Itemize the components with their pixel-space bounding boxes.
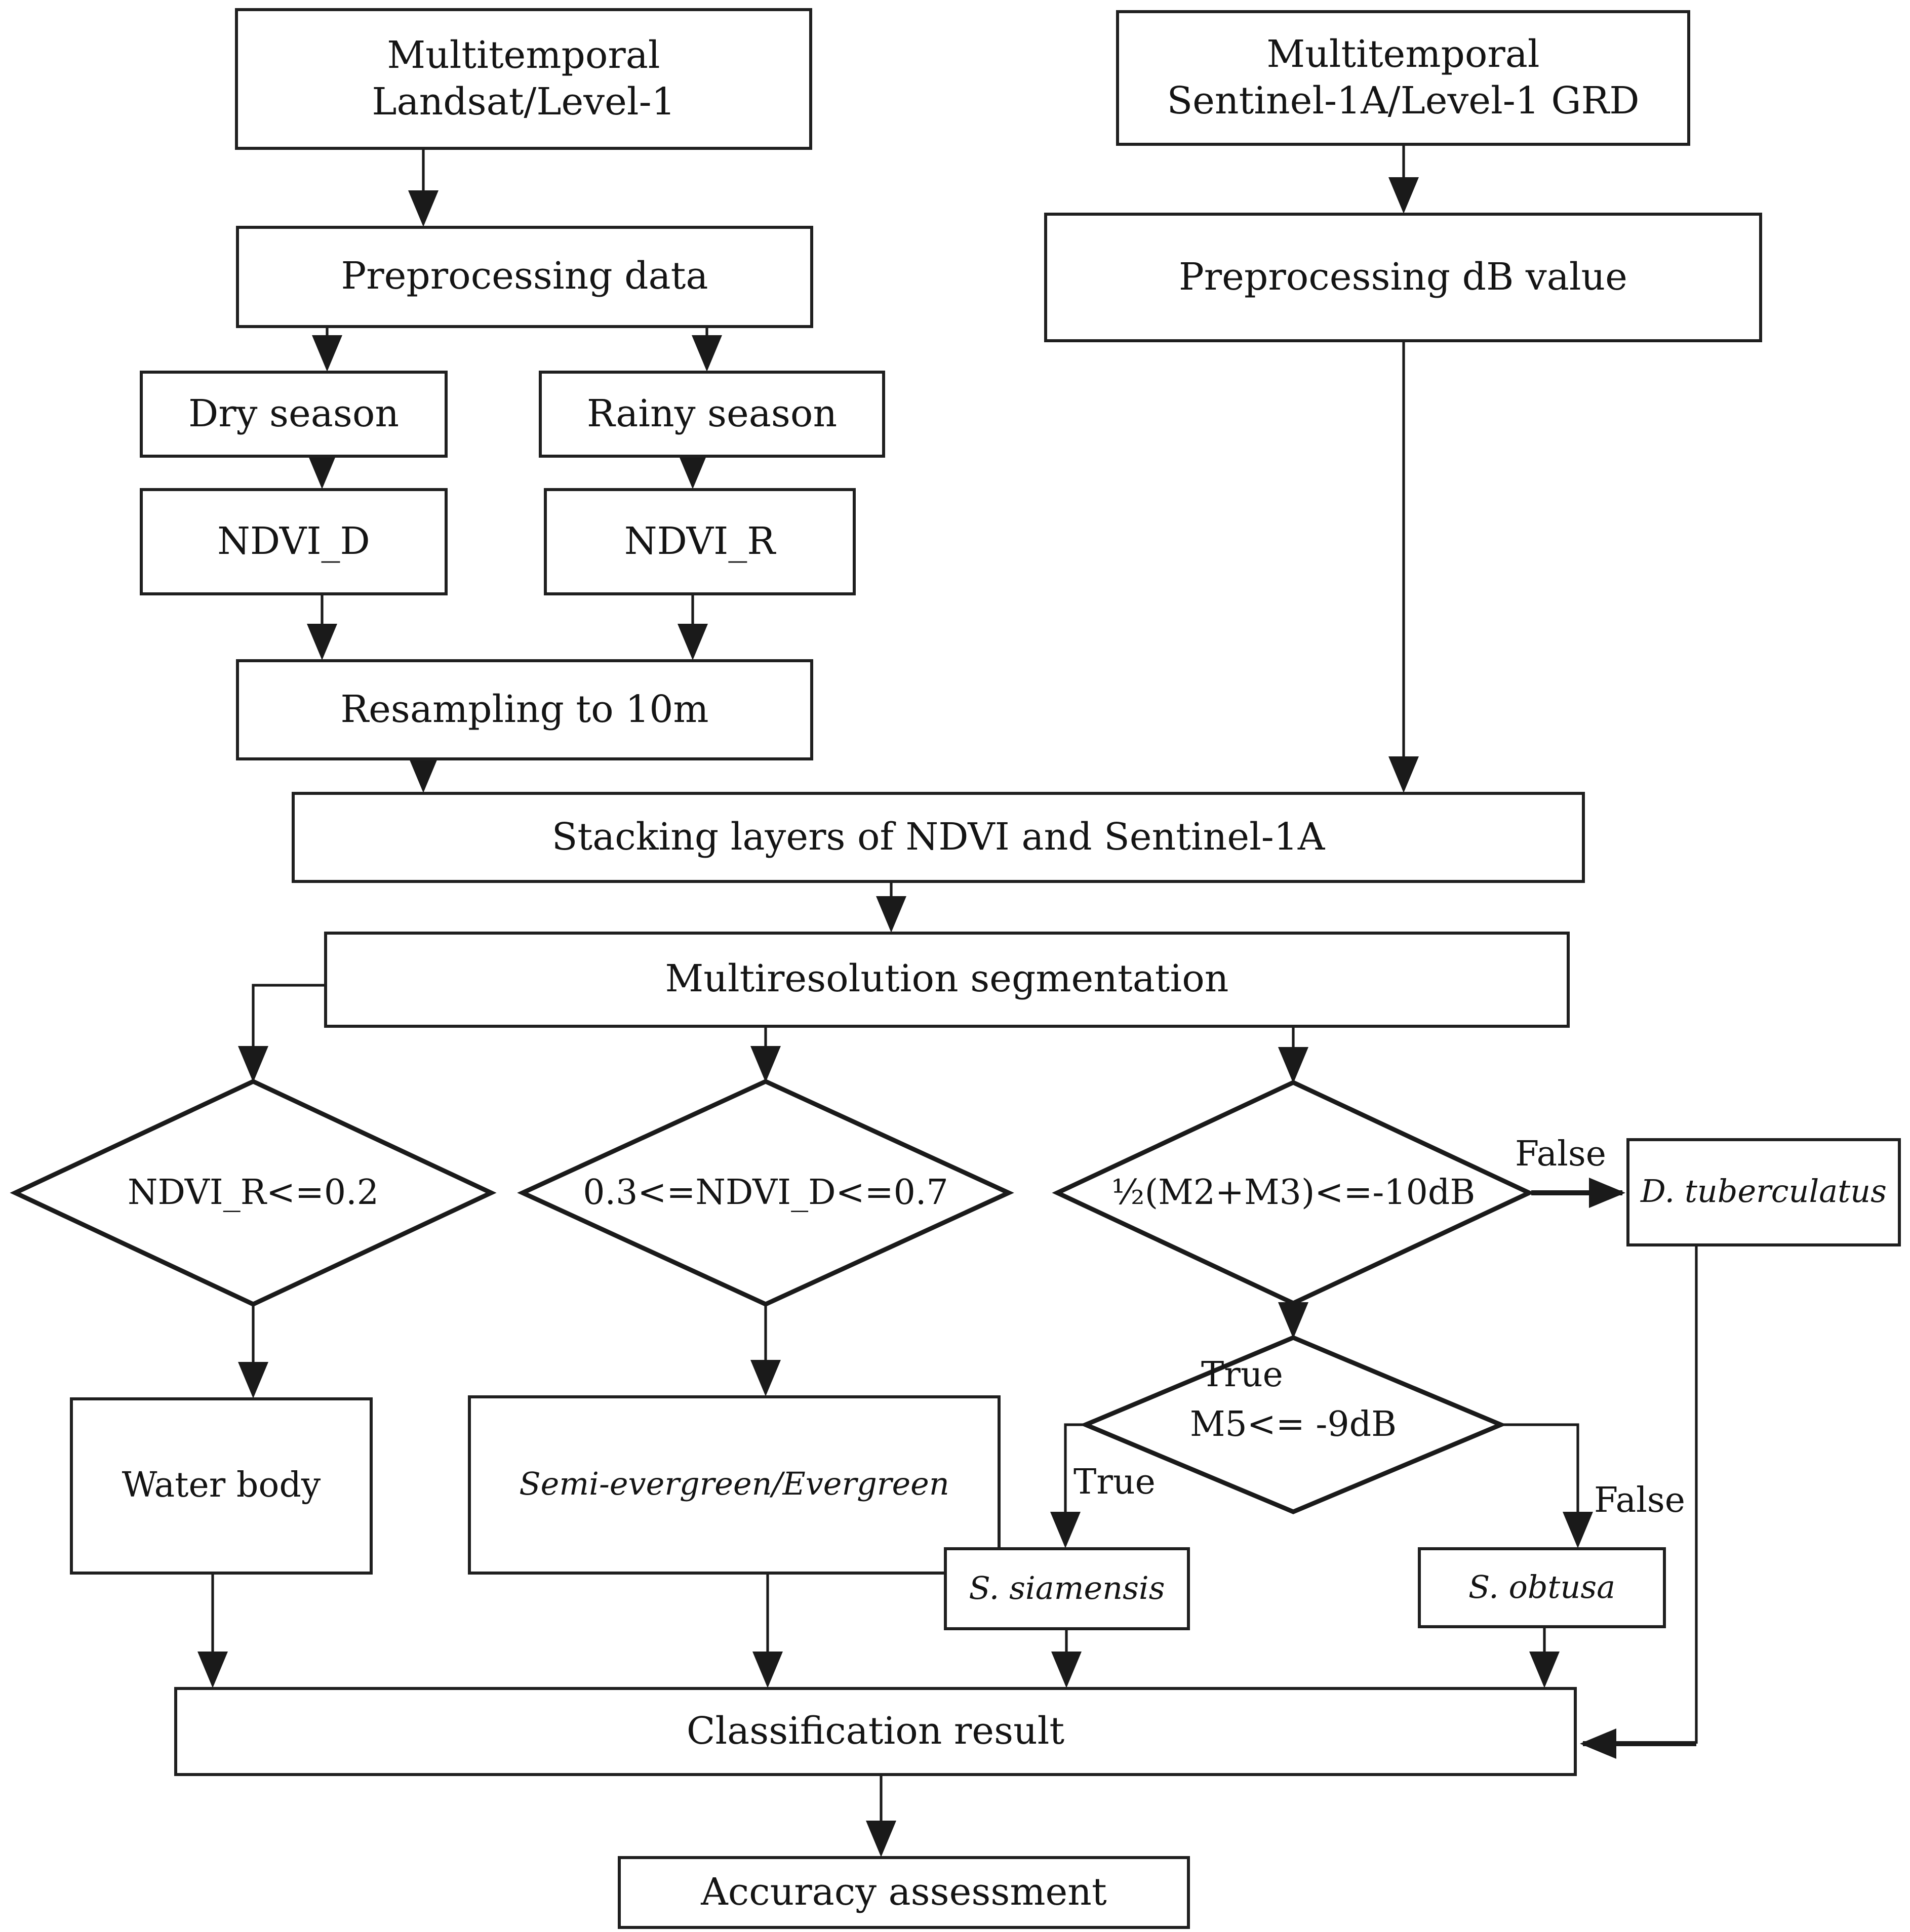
box-rainy-season: Rainy season [539, 371, 885, 458]
box-semi-evergreen-label: Semi-evergreen/Evergreen [519, 1466, 949, 1503]
box-ndvi-d-label: NDVI_D [217, 519, 370, 563]
box-stacking-layers: Stacking layers of NDVI and Sentinel-1A [292, 792, 1585, 883]
box-rainy-season-label: Rainy season [586, 391, 838, 435]
box-multiresolution-segmentation-label: Multiresolution segmentation [665, 957, 1229, 1001]
box-ndvi-r: NDVI_R [544, 488, 856, 595]
box-ndvi-d: NDVI_D [140, 488, 448, 595]
box-accuracy-assessment-label: Accuracy assessment [701, 1870, 1107, 1914]
box-s-siamensis: S. siamensis [944, 1547, 1190, 1630]
decision-m2m3-shape [1052, 1080, 1535, 1306]
box-accuracy-assessment: Accuracy assessment [618, 1856, 1190, 1929]
box-water-body-label: Water body [122, 1465, 321, 1506]
box-preprocessing-db-label: Preprocessing dB value [1179, 255, 1627, 299]
box-stacking-layers-label: Stacking layers of NDVI and Sentinel-1A [551, 815, 1325, 859]
box-classification-result-label: Classification result [686, 1709, 1065, 1753]
connector-segmentation-ndvir-test [238, 984, 326, 1082]
box-preprocessing-db: Preprocessing dB value [1044, 213, 1762, 342]
branch-label-m2m3-false: False [1515, 1134, 1606, 1175]
branch-label-m2m3-true: True [1201, 1355, 1283, 1395]
branch-label-m5-true: True [1073, 1462, 1156, 1503]
box-semi-evergreen: Semi-evergreen/Evergreen [468, 1395, 1001, 1575]
box-d-tuberculatus-label: D. tuberculatus [1641, 1174, 1887, 1211]
decision-m2m3-label: ½(M2+M3)<=-10dB [1111, 1173, 1476, 1213]
branch-label-m5-false: False [1594, 1480, 1685, 1521]
decision-ndvid-shape [517, 1079, 1014, 1307]
box-classification-result: Classification result [174, 1687, 1577, 1776]
box-dry-season-label: Dry season [188, 391, 400, 435]
box-s-siamensis-label: S. siamensis [969, 1570, 1165, 1607]
decision-ndvir-label: NDVI_R<=0.2 [127, 1173, 379, 1213]
box-s-obtusa: S. obtusa [1418, 1547, 1666, 1628]
box-multiresolution-segmentation: Multiresolution segmentation [324, 932, 1570, 1028]
connector-m5-false-obtusa [1503, 1423, 1593, 1548]
box-d-tuberculatus: D. tuberculatus [1626, 1138, 1901, 1246]
box-ndvi-r-label: NDVI_R [624, 519, 776, 563]
box-preprocessing-data: Preprocessing data [236, 226, 813, 328]
decision-m5-shape [1080, 1335, 1507, 1514]
decision-ndvid-label: 0.3<=NDVI_D<=0.7 [583, 1173, 948, 1213]
box-dry-season: Dry season [140, 371, 448, 458]
box-preprocessing-data-label: Preprocessing data [341, 254, 708, 298]
decision-ndvir-shape [10, 1079, 497, 1307]
box-s-obtusa-label: S. obtusa [1468, 1569, 1616, 1606]
box-resampling: Resampling to 10m [236, 659, 813, 760]
box-water-body: Water body [70, 1397, 373, 1575]
box-resampling-label: Resampling to 10m [340, 687, 709, 731]
decision-m5-label: M5<= -9dB [1189, 1404, 1397, 1445]
